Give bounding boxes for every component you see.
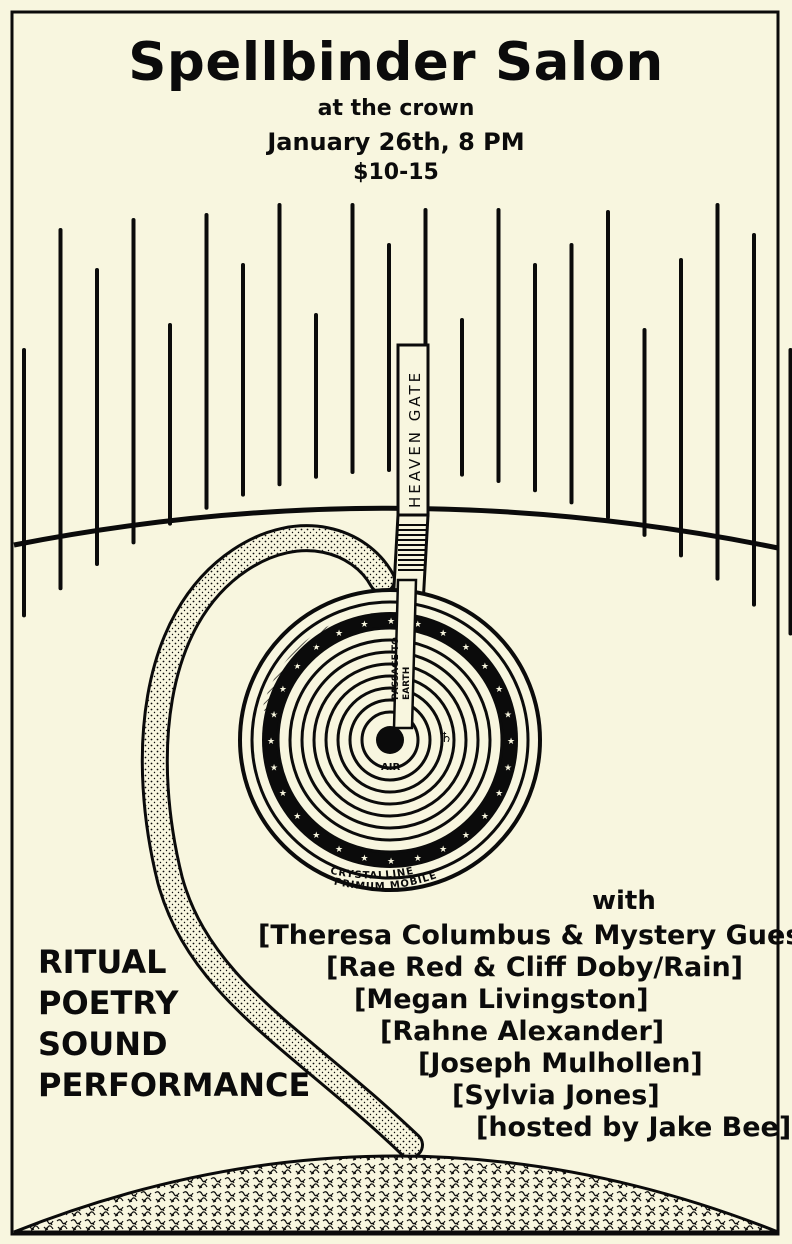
star-mark: ★ [439,845,447,855]
venue-line: at the crown [317,96,475,121]
star-mark: ★ [462,831,470,841]
star-mark: ★ [414,854,422,864]
genre-poetry: POETRY [38,984,179,1022]
star-mark: ★ [414,620,422,630]
performer-2: [Rae Red & Cliff Doby/Rain] [326,952,744,983]
heaven-gate-column [396,343,430,517]
star-mark: ★ [462,643,470,653]
star-mark: ★ [504,764,512,774]
star-mark: ★ [335,629,343,639]
star-mark: ★ [267,737,275,747]
star-mark: ★ [507,737,515,747]
performer-1: [Theresa Columbus & Mystery Guest] [258,920,792,951]
star-mark: ★ [439,629,447,639]
star-mark: ★ [312,831,320,841]
star-mark: ★ [504,710,512,720]
star-mark: ★ [481,662,489,672]
air-label: AIR [381,762,400,773]
star-mark: ★ [481,812,489,822]
performer-3: [Megan Livingston] [354,984,649,1015]
star-mark: ★ [279,789,287,799]
star-mark: ★ [495,789,503,799]
performer-4: [Rahne Alexander] [380,1016,665,1047]
star-mark: ★ [293,812,301,822]
price-line: $10-15 [353,160,439,185]
planet-glyph: ♄ [440,730,453,746]
performer-7: [hosted by Jake Bee] [476,1112,792,1143]
genre-ritual: RITUAL [38,943,167,981]
genre-performance: PERFORMANCE [38,1066,311,1104]
poster-border [10,10,780,1236]
crystalline-label: CRYSTALLINE [329,866,414,882]
svg-text:CRYSTALLINE: CRYSTALLINE [329,866,415,882]
star-mark: ★ [335,845,343,855]
concentric-spheres: ★★★★★★★★★★★★★★★★★★★★★★★★★★★★ [238,588,542,892]
star-mark: ★ [495,685,503,695]
genre-sound: SOUND [38,1025,168,1063]
star-mark: ★ [270,710,278,720]
performer-5: [Joseph Mulhollen] [418,1048,703,1079]
star-mark: ★ [270,764,278,774]
star-mark: ★ [360,854,368,864]
passage-label: PASSAGE TO [391,637,401,700]
with-label: with [592,886,656,916]
poster-title: Spellbinder Salon [128,32,664,93]
date-line: January 26th, 8 PM [267,128,525,156]
performer-6: [Sylvia Jones] [452,1080,660,1111]
horizon-arc [13,505,779,551]
star-mark: ★ [360,620,368,630]
star-mark: ★ [387,857,395,867]
earth-label: EARTH [402,667,412,700]
star-mark: ★ [387,617,395,627]
heaven-rays [22,203,792,636]
heaven-gate-label: HEAVEN GATE [406,370,424,508]
